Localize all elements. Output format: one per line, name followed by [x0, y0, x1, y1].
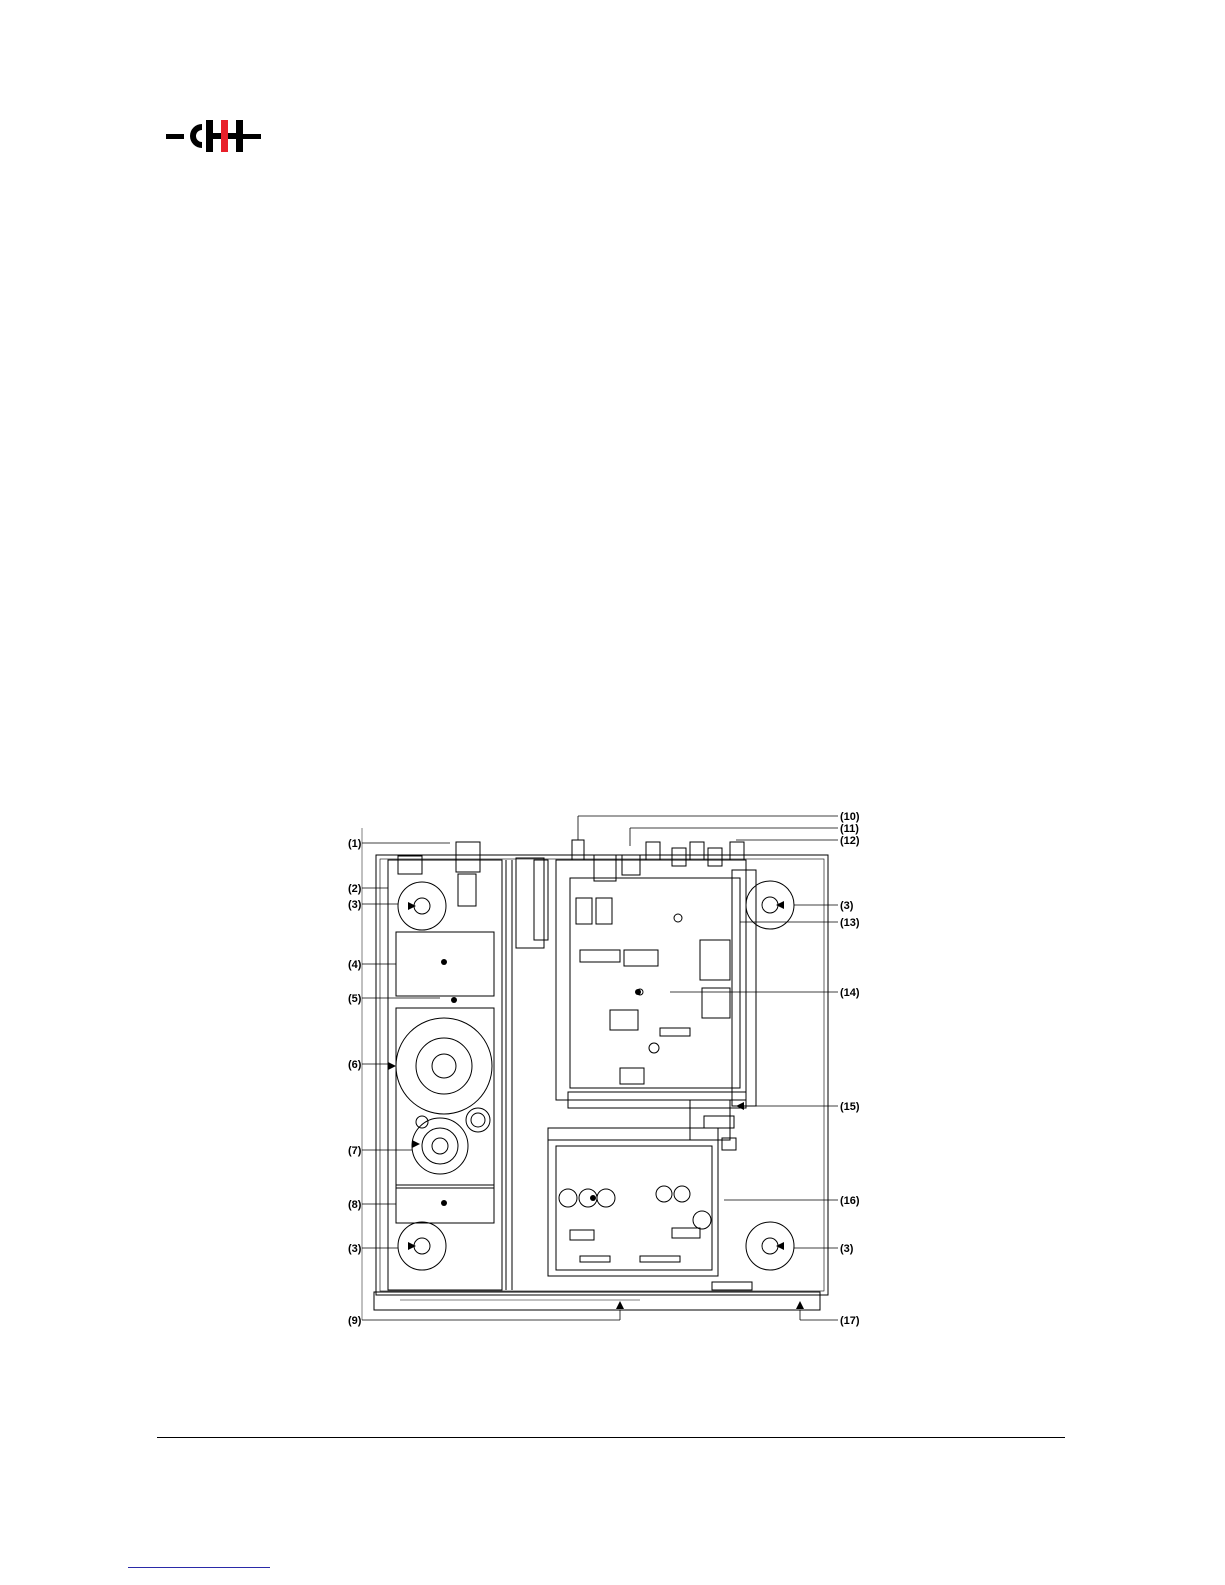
callout-14: (14) [840, 987, 860, 999]
callout-3-top-left: (3) [348, 899, 362, 911]
callout-6: (6) [348, 1059, 362, 1071]
callout-15: (15) [840, 1101, 860, 1113]
callout-11: (11) [840, 823, 859, 835]
callout-2: (2) [348, 883, 362, 895]
callout-12: (12) [840, 835, 860, 847]
callout-3-bottom-left: (3) [348, 1243, 362, 1255]
callout-16: (16) [840, 1195, 860, 1207]
footer-rule [157, 1437, 1065, 1438]
callout-5: (5) [348, 993, 362, 1005]
chassis-top-view-diagram: (1) (2) (3) (4) (5) (6) (7) (8) (3) (9) … [340, 800, 880, 1340]
callout-7: (7) [348, 1145, 362, 1157]
callout-10: (10) [840, 811, 860, 823]
ch-logo [166, 118, 262, 154]
callout-4: (4) [348, 959, 362, 971]
callout-13: (13) [840, 917, 860, 929]
callout-3-bottom-right: (3) [840, 1243, 854, 1255]
callout-9: (9) [348, 1315, 362, 1327]
callout-17: (17) [840, 1315, 860, 1327]
callout-1: (1) [348, 838, 362, 850]
callout-8: (8) [348, 1199, 362, 1211]
callout-3-top-right: (3) [840, 900, 854, 912]
footer-link-underline[interactable] [128, 1567, 270, 1568]
